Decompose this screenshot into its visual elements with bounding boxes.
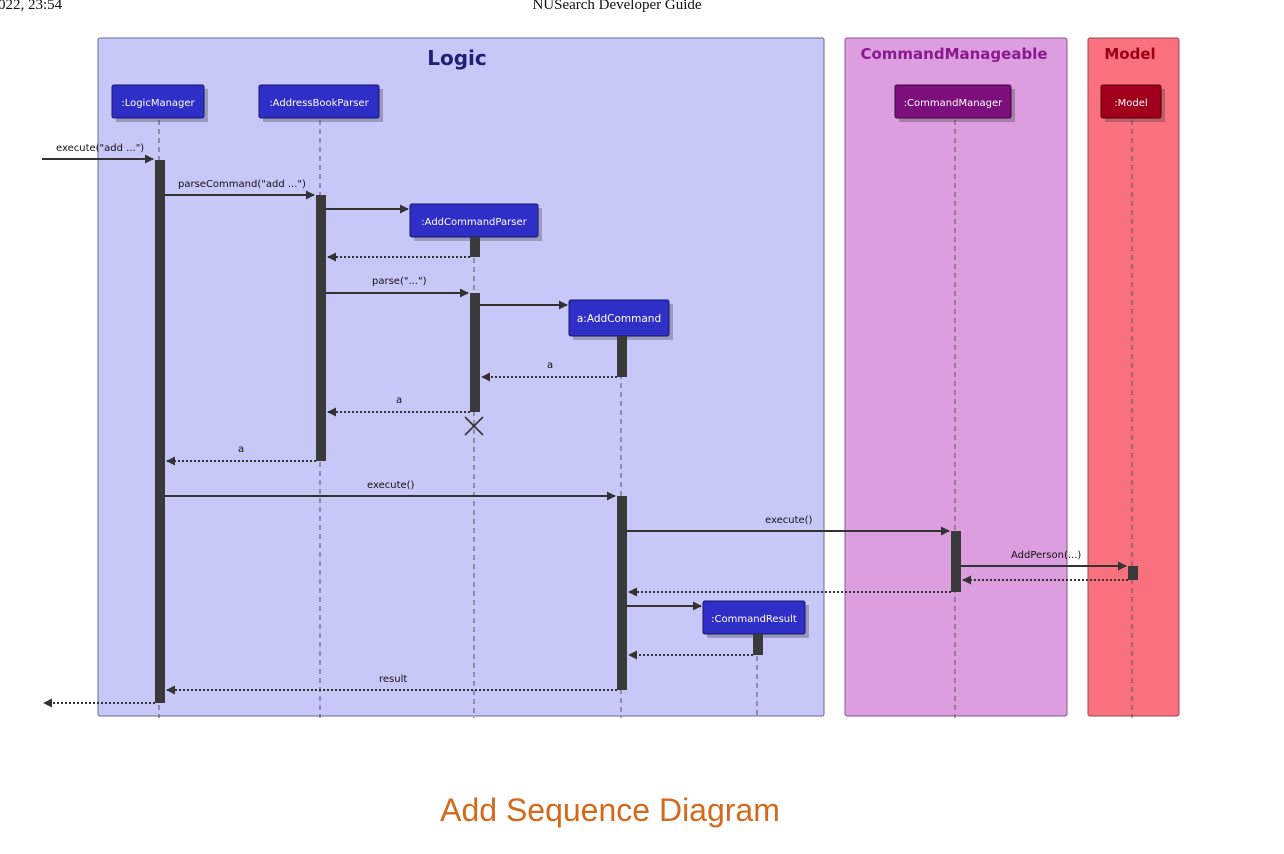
message-label: parseCommand("add ...") [178, 179, 306, 190]
message-label: a [547, 360, 553, 371]
message-label: execute() [765, 515, 813, 526]
participant-logic-manager: :LogicManager [111, 84, 208, 122]
activation-address-book-parser [316, 195, 326, 461]
participant-label: a:AddCommand [577, 313, 661, 325]
message-label: result [379, 674, 407, 685]
message-label: a [396, 395, 402, 406]
command-manageable-box: CommandManageable [844, 37, 1068, 717]
activation-model [1128, 566, 1138, 580]
command-manageable-box-title: CommandManageable [860, 45, 1047, 63]
print-header-date: 022, 23:54 [0, 0, 63, 13]
activation-add-command-parser-parse [470, 293, 480, 412]
diagram-caption: Add Sequence Diagram [440, 792, 780, 828]
participant-add-command-parser: :AddCommandParser [409, 203, 542, 241]
participant-label: :Model [1114, 98, 1147, 109]
participant-label: :LogicManager [121, 98, 195, 109]
message-label: execute("add ...") [56, 143, 144, 154]
participant-command-manager: :CommandManager [894, 84, 1015, 122]
model-box: Model [1087, 37, 1180, 717]
participant-address-book-parser: :AddressBookParser [258, 84, 383, 122]
activation-add-command-parser-create [470, 237, 480, 257]
print-header-title: NUSearch Developer Guide [532, 0, 702, 13]
activation-command-manager [951, 531, 961, 592]
participant-model: :Model [1100, 84, 1165, 122]
message-label: AddPerson(...) [1011, 550, 1081, 561]
message-label: parse("...") [372, 276, 427, 287]
activation-logic-manager [155, 160, 165, 703]
participant-label: :AddressBookParser [269, 98, 369, 109]
activation-command-result [753, 634, 763, 655]
participant-label: :AddCommandParser [421, 217, 527, 228]
message-label: execute() [367, 480, 415, 491]
destroy-marker-icon [464, 416, 484, 436]
activation-add-command-execute [617, 496, 627, 690]
participant-command-result: :CommandResult [702, 600, 809, 638]
model-box-title: Model [1104, 45, 1155, 63]
logic-box: Logic [97, 37, 825, 717]
message-label: a [238, 444, 244, 455]
participant-add-command: a:AddCommand [568, 299, 673, 340]
participant-label: :CommandResult [711, 614, 797, 625]
activation-add-command-create [617, 336, 627, 377]
logic-box-title: Logic [427, 46, 487, 70]
participant-label: :CommandManager [904, 98, 1003, 109]
sequence-diagram: Logic CommandManageable Model :LogicMana… [42, 37, 1180, 718]
